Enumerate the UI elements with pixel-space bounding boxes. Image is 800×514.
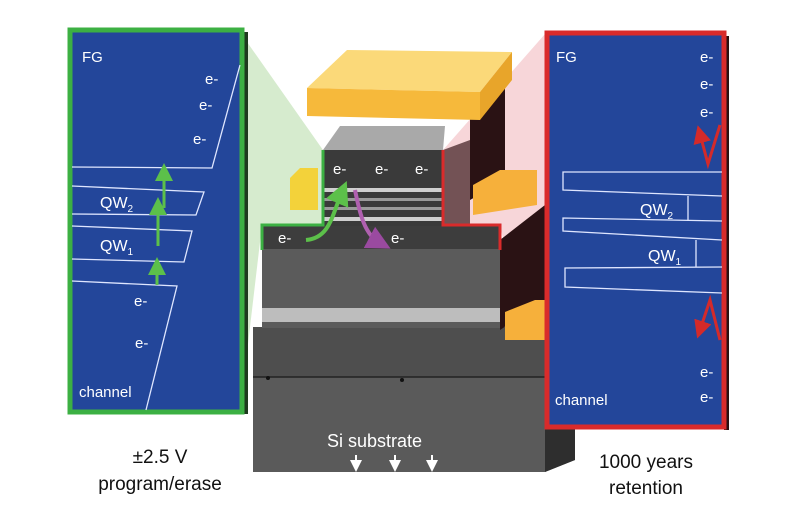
program-erase-band-diagram: FG e- e- e- QW2 QW1 e- e- channel — [67, 27, 248, 415]
fg-label: FG — [82, 49, 103, 66]
qw1-label: QW1 — [100, 238, 134, 258]
retention-band-diagram: FG e- e- e- QW2 QW1 e- e- channel — [544, 30, 729, 430]
device-electron: e- — [333, 161, 346, 178]
electron: e- — [205, 71, 218, 88]
right-zoom-wedge — [443, 34, 545, 430]
device-electron: e- — [375, 161, 388, 178]
substrate-label: Si substrate — [327, 431, 422, 451]
electron: e- — [700, 76, 713, 93]
electron: e- — [700, 49, 713, 66]
erase-arrow — [353, 189, 391, 249]
retention-caption: retention — [609, 478, 683, 499]
qw1-label: QW1 — [648, 248, 682, 268]
electron: e- — [700, 389, 713, 406]
qw2-label: QW2 — [640, 202, 674, 222]
qw2-label: QW2 — [100, 195, 134, 215]
voltage-caption: ±2.5 V — [133, 447, 188, 468]
fg-label: FG — [556, 49, 577, 66]
device-electron: e- — [391, 230, 404, 247]
retention-arrow-top — [693, 124, 722, 170]
electron: e- — [199, 97, 212, 114]
retention-years-caption: 1000 years — [599, 452, 693, 473]
electron: e- — [193, 131, 206, 148]
electron: e- — [700, 104, 713, 121]
retention-arrow-bottom — [694, 294, 722, 341]
gate-plate — [307, 50, 512, 92]
electron: e- — [134, 293, 147, 310]
electron: e- — [700, 364, 713, 381]
left-zoom-wedge — [240, 32, 323, 412]
electron: e- — [135, 335, 148, 352]
channel-label: channel — [79, 384, 132, 401]
device-electron: e- — [415, 161, 428, 178]
channel-label: channel — [555, 392, 608, 409]
program-erase-caption: program/erase — [98, 474, 222, 495]
device-cross-section: e- e- e- e- e- Si substrate — [253, 50, 575, 472]
device-electron: e- — [278, 230, 291, 247]
program-arrow — [305, 180, 349, 242]
